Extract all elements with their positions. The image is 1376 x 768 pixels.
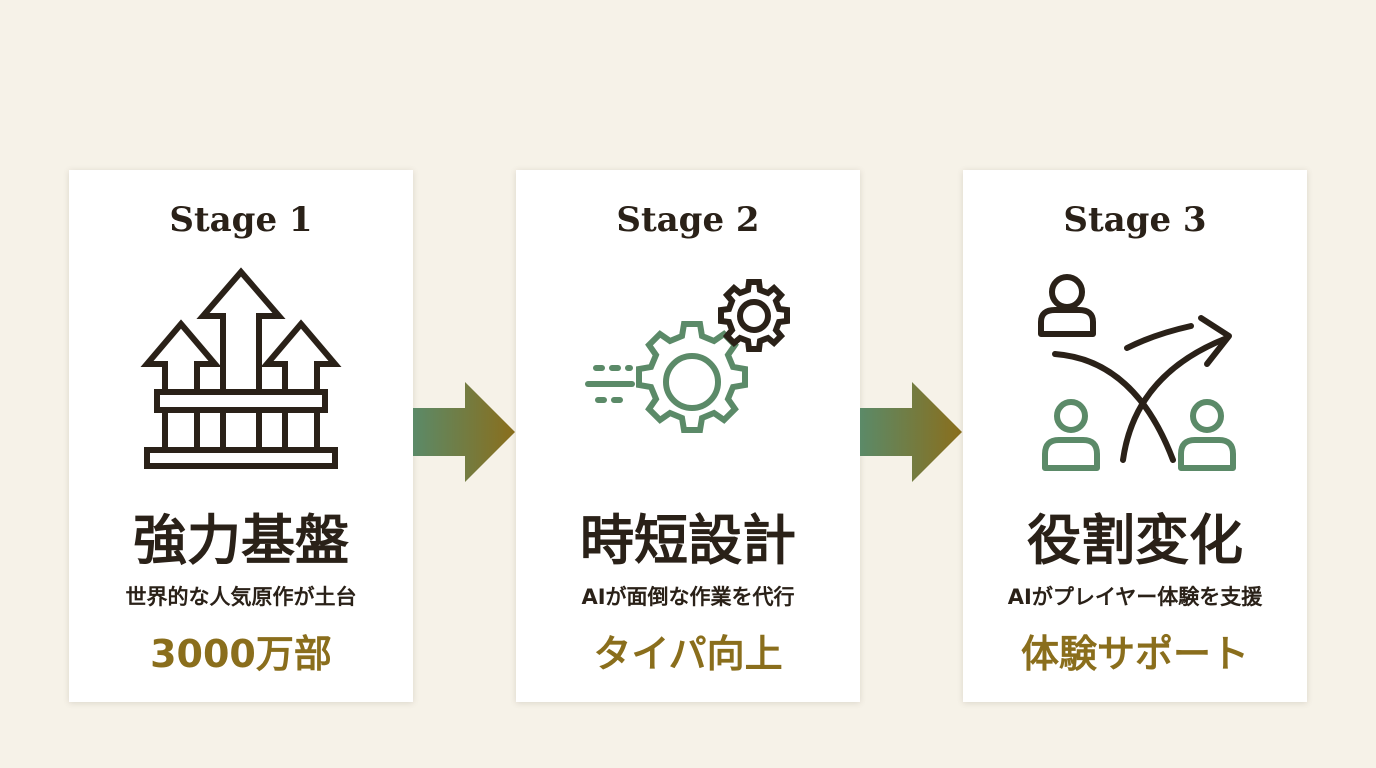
arrow-right-icon xyxy=(411,378,519,486)
stage-card-2: Stage 2 時短設計 xyxy=(516,170,860,702)
gears-speed-icon xyxy=(568,264,808,484)
stage-description: AIが面倒な作業を代行 xyxy=(581,585,795,609)
stage-title: 強力基盤 xyxy=(133,508,349,572)
stage-title: 役割変化 xyxy=(1027,508,1243,572)
stage-label: Stage 3 xyxy=(1063,200,1207,240)
stage-title: 時短設計 xyxy=(580,508,796,572)
arrows-up-foundation-icon xyxy=(121,264,361,484)
stage-highlight: タイパ向上 xyxy=(593,632,783,676)
stage-label: Stage 2 xyxy=(616,200,760,240)
stage-description: 世界的な人気原作が土台 xyxy=(125,585,357,609)
stage-highlight: 体験サポート xyxy=(1020,632,1249,676)
stage-highlight: 3000万部 xyxy=(150,632,332,676)
stage-card-1: Stage 1 強力基盤 世界 xyxy=(69,170,413,702)
stage-label: Stage 1 xyxy=(169,200,313,240)
people-branching-path-icon xyxy=(1015,264,1255,484)
stage-card-3: Stage 3 xyxy=(963,170,1307,702)
arrow-right-icon xyxy=(858,378,966,486)
stage-description: AIがプレイヤー体験を支援 xyxy=(1007,585,1263,609)
